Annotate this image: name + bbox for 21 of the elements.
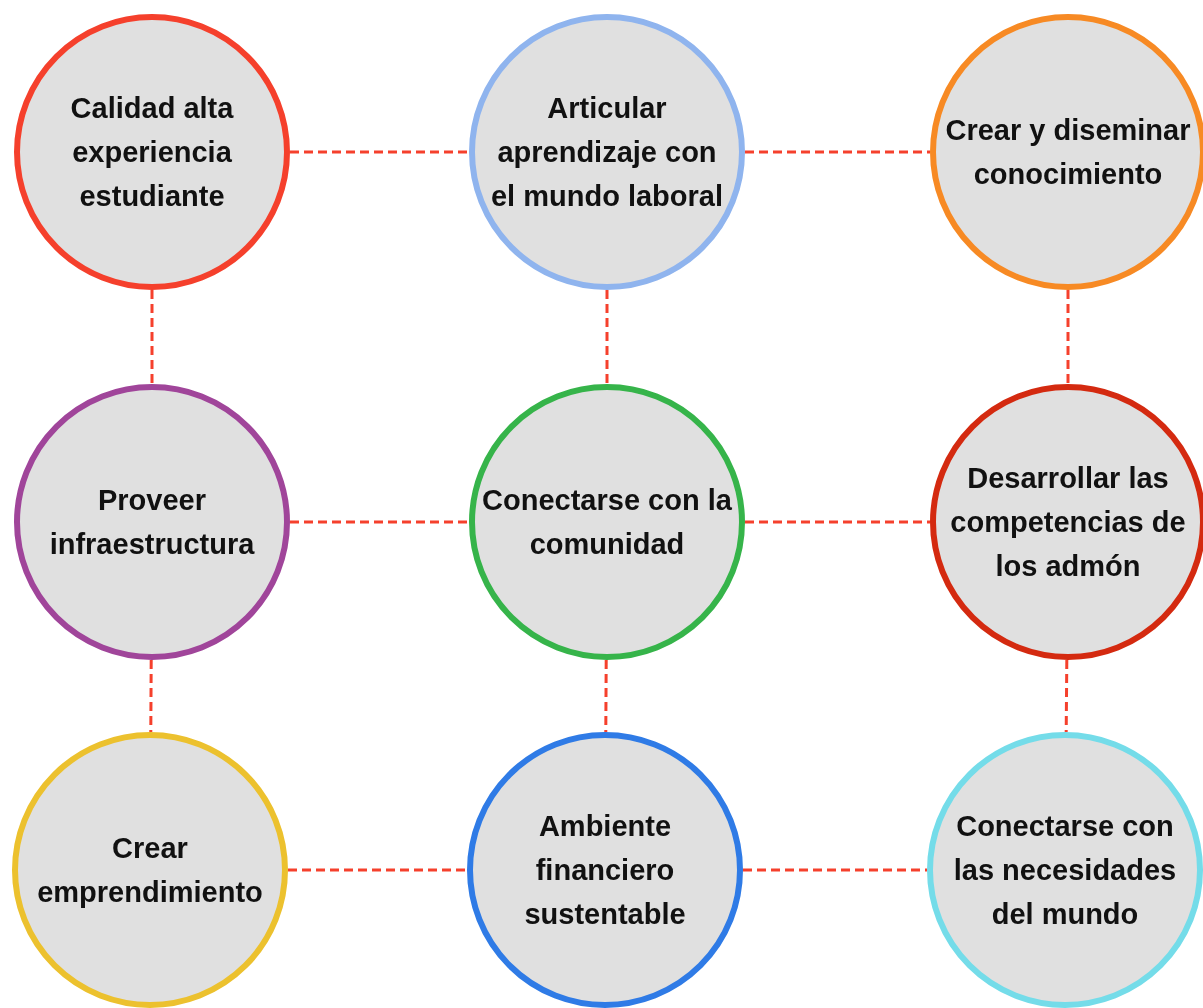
node-label: Proveer infraestructura	[48, 483, 256, 562]
node-label: Articular aprendizaje con el mundo laboral	[490, 91, 724, 214]
connector-line	[150, 290, 154, 384]
connector-line	[1066, 290, 1070, 384]
connector-line	[290, 150, 469, 154]
connector-line	[149, 660, 153, 732]
connector-line	[604, 660, 608, 732]
node-label: Ambiente financiero sustentable	[523, 809, 687, 932]
node-label: Conectarse con la comunidad	[482, 483, 732, 562]
node-label: Desarrollar las competencias de los admón	[949, 461, 1187, 584]
connector-line	[745, 150, 930, 154]
node-label: Crear emprendimiento	[36, 831, 264, 910]
connector-line	[745, 520, 930, 524]
node-label: Crear y diseminar conocimiento	[944, 113, 1192, 192]
node-label: Conectarse con las necesidades del mundo	[952, 809, 1178, 932]
connector-line	[1064, 659, 1069, 733]
connector-line	[288, 868, 467, 872]
connector-line	[743, 868, 927, 872]
connector-line	[290, 520, 469, 524]
connector-line	[605, 290, 609, 384]
node-label: Calidad alta experiencia estudiante	[69, 91, 235, 214]
